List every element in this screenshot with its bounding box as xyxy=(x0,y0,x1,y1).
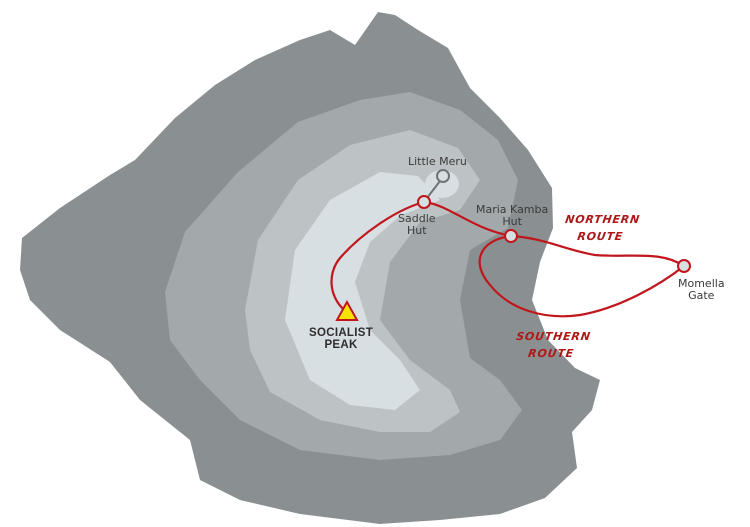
route-name-2: ROUTE xyxy=(576,230,625,243)
maria-kamba-hut-marker[interactable] xyxy=(504,229,518,243)
place-name-2: Gate xyxy=(688,289,715,302)
place-name: Saddle xyxy=(398,212,436,225)
place-name-2: Hut xyxy=(406,224,427,237)
northern-route-line xyxy=(510,234,685,267)
label-northern-route: NORTHERN ROUTE xyxy=(562,211,642,245)
peak-name: SOCIALIST xyxy=(309,327,374,339)
route-name-2: ROUTE xyxy=(527,347,575,360)
label-southern-route: SOUTHERN ROUTE xyxy=(513,328,592,362)
place-name: Little Meru xyxy=(408,155,467,168)
label-little-meru: Little Meru xyxy=(408,156,467,168)
place-name: Momella xyxy=(678,277,725,290)
place-name-2: Hut xyxy=(502,215,522,228)
triangle-peak-icon[interactable] xyxy=(335,299,359,321)
peak-name-2: PEAK xyxy=(324,339,358,351)
main-route xyxy=(330,200,512,313)
route-name: SOUTHERN xyxy=(515,330,592,343)
southern-route-line xyxy=(478,234,685,318)
momella-gate-marker[interactable] xyxy=(677,259,691,273)
place-name: Maria Kamba xyxy=(476,203,549,216)
contour-summit xyxy=(285,172,440,410)
route-name: NORTHERN xyxy=(564,213,641,226)
saddle-hut-marker[interactable] xyxy=(417,195,431,209)
little-meru-marker[interactable] xyxy=(436,169,450,183)
